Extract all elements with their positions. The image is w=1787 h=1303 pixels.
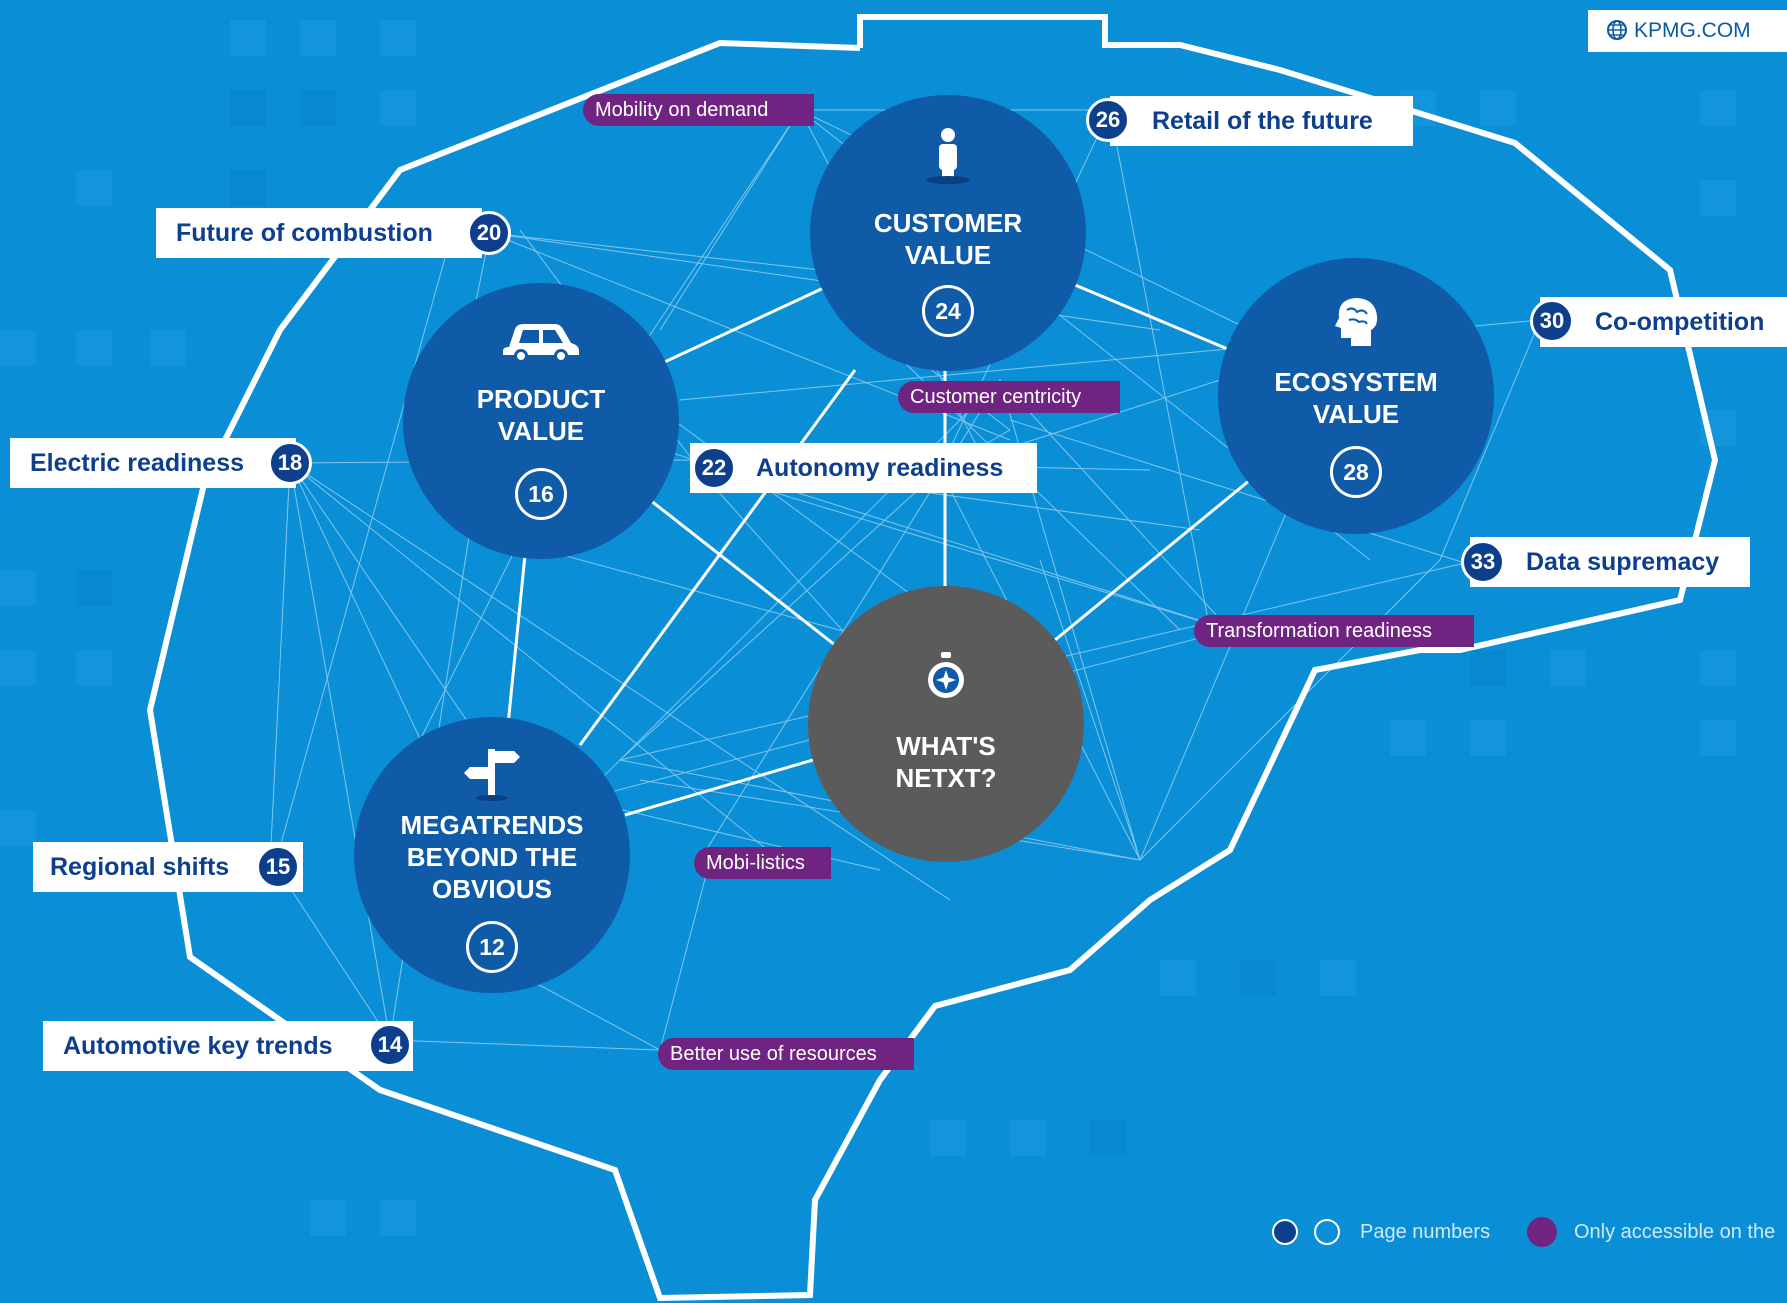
topic-circle-megatrends[interactable]: MEGATRENDS BEYOND THE OBVIOUS 12: [354, 717, 630, 993]
page-badge[interactable]: 33: [1461, 540, 1505, 584]
car-icon: [503, 324, 579, 363]
topic-co-ompetition[interactable]: Co-ompetition: [1540, 297, 1787, 347]
topic-circle-product-value[interactable]: PRODUCT VALUE 16: [403, 283, 679, 559]
globe-icon: [1607, 20, 1627, 40]
online-tag-mobi-listics[interactable]: Mobi-listics: [694, 847, 831, 879]
brain-outline: [146, 14, 1719, 1302]
page-badge[interactable]: 30: [1530, 299, 1574, 343]
topic-electric-readiness[interactable]: Electric readiness: [10, 438, 296, 488]
topic-label: Autonomy readiness: [756, 454, 1004, 482]
topic-label: Retail of the future: [1152, 107, 1373, 135]
signpost-icon: [464, 749, 520, 801]
page-badge[interactable]: 26: [1086, 98, 1130, 142]
legend-page-numbers: Page numbers: [1360, 1221, 1491, 1243]
topic-title: ECOSYSTEM: [1274, 367, 1438, 397]
online-tag-transformation-readiness[interactable]: Transformation readiness: [1194, 615, 1474, 647]
legend-purple-dot-icon: [1527, 1217, 1557, 1247]
page-number: 16: [515, 468, 567, 520]
center-title: NETXT?: [895, 763, 997, 793]
topic-circle-ecosystem-value[interactable]: ECOSYSTEM VALUE 28: [1218, 258, 1494, 534]
topic-label: Regional shifts: [50, 853, 230, 881]
topic-title: VALUE: [497, 416, 585, 446]
legend-dark-dot-icon: [1272, 1219, 1298, 1245]
topic-title: CUSTOMER: [873, 208, 1023, 238]
page-number: 12: [466, 921, 518, 973]
topic-label: Future of combustion: [176, 219, 433, 247]
page-number: 24: [922, 285, 974, 337]
online-tag-better-use-of-resources[interactable]: Better use of resources: [658, 1038, 914, 1070]
topic-title: VALUE: [1312, 399, 1400, 429]
topic-label: Data supremacy: [1526, 548, 1720, 576]
topic-automotive-key-trends[interactable]: Automotive key trends: [43, 1021, 413, 1071]
brain-icon: [1335, 298, 1378, 346]
online-tag-mobility-on-demand[interactable]: Mobility on demand: [583, 94, 814, 126]
legend-online-only: Only accessible on the: [1574, 1221, 1776, 1243]
kpmg-link[interactable]: KPMG.COM: [1588, 10, 1787, 52]
topic-label: Automotive key trends: [63, 1032, 333, 1060]
legend-light-dot-icon: [1314, 1219, 1340, 1245]
topic-autonomy-readiness[interactable]: Autonomy readiness: [690, 443, 1037, 493]
page-badge[interactable]: 20: [467, 211, 511, 255]
topic-retail-of-the-future[interactable]: Retail of the future: [1110, 96, 1413, 146]
online-tag-customer-centricity[interactable]: Customer centricity: [898, 381, 1120, 413]
topic-future-of-combustion[interactable]: Future of combustion: [156, 208, 482, 258]
topic-title: MEGATRENDS: [400, 810, 584, 840]
topic-title: BEYOND THE: [406, 842, 578, 872]
compass-icon: [928, 652, 964, 698]
page-badge[interactable]: 14: [368, 1023, 412, 1067]
page-badge[interactable]: 18: [268, 441, 312, 485]
center-title: WHAT'S: [896, 731, 996, 761]
page-badge[interactable]: 15: [256, 845, 300, 889]
topic-title: VALUE: [904, 240, 992, 270]
topic-data-supremacy[interactable]: Data supremacy: [1470, 537, 1750, 587]
page-badge[interactable]: 22: [692, 446, 736, 490]
center-circle-whats-next[interactable]: WHAT'S NETXT?: [808, 586, 1084, 862]
topic-label: Co-ompetition: [1595, 308, 1765, 336]
topic-circle-customer-value[interactable]: CUSTOMER VALUE 24: [810, 95, 1086, 371]
topic-title: OBVIOUS: [432, 874, 552, 904]
page-number: 28: [1330, 446, 1382, 498]
kpmg-link-label: KPMG.COM: [1634, 19, 1751, 42]
topic-label: Electric readiness: [30, 449, 245, 477]
person-icon: [926, 128, 970, 184]
topic-title: PRODUCT: [476, 384, 606, 414]
